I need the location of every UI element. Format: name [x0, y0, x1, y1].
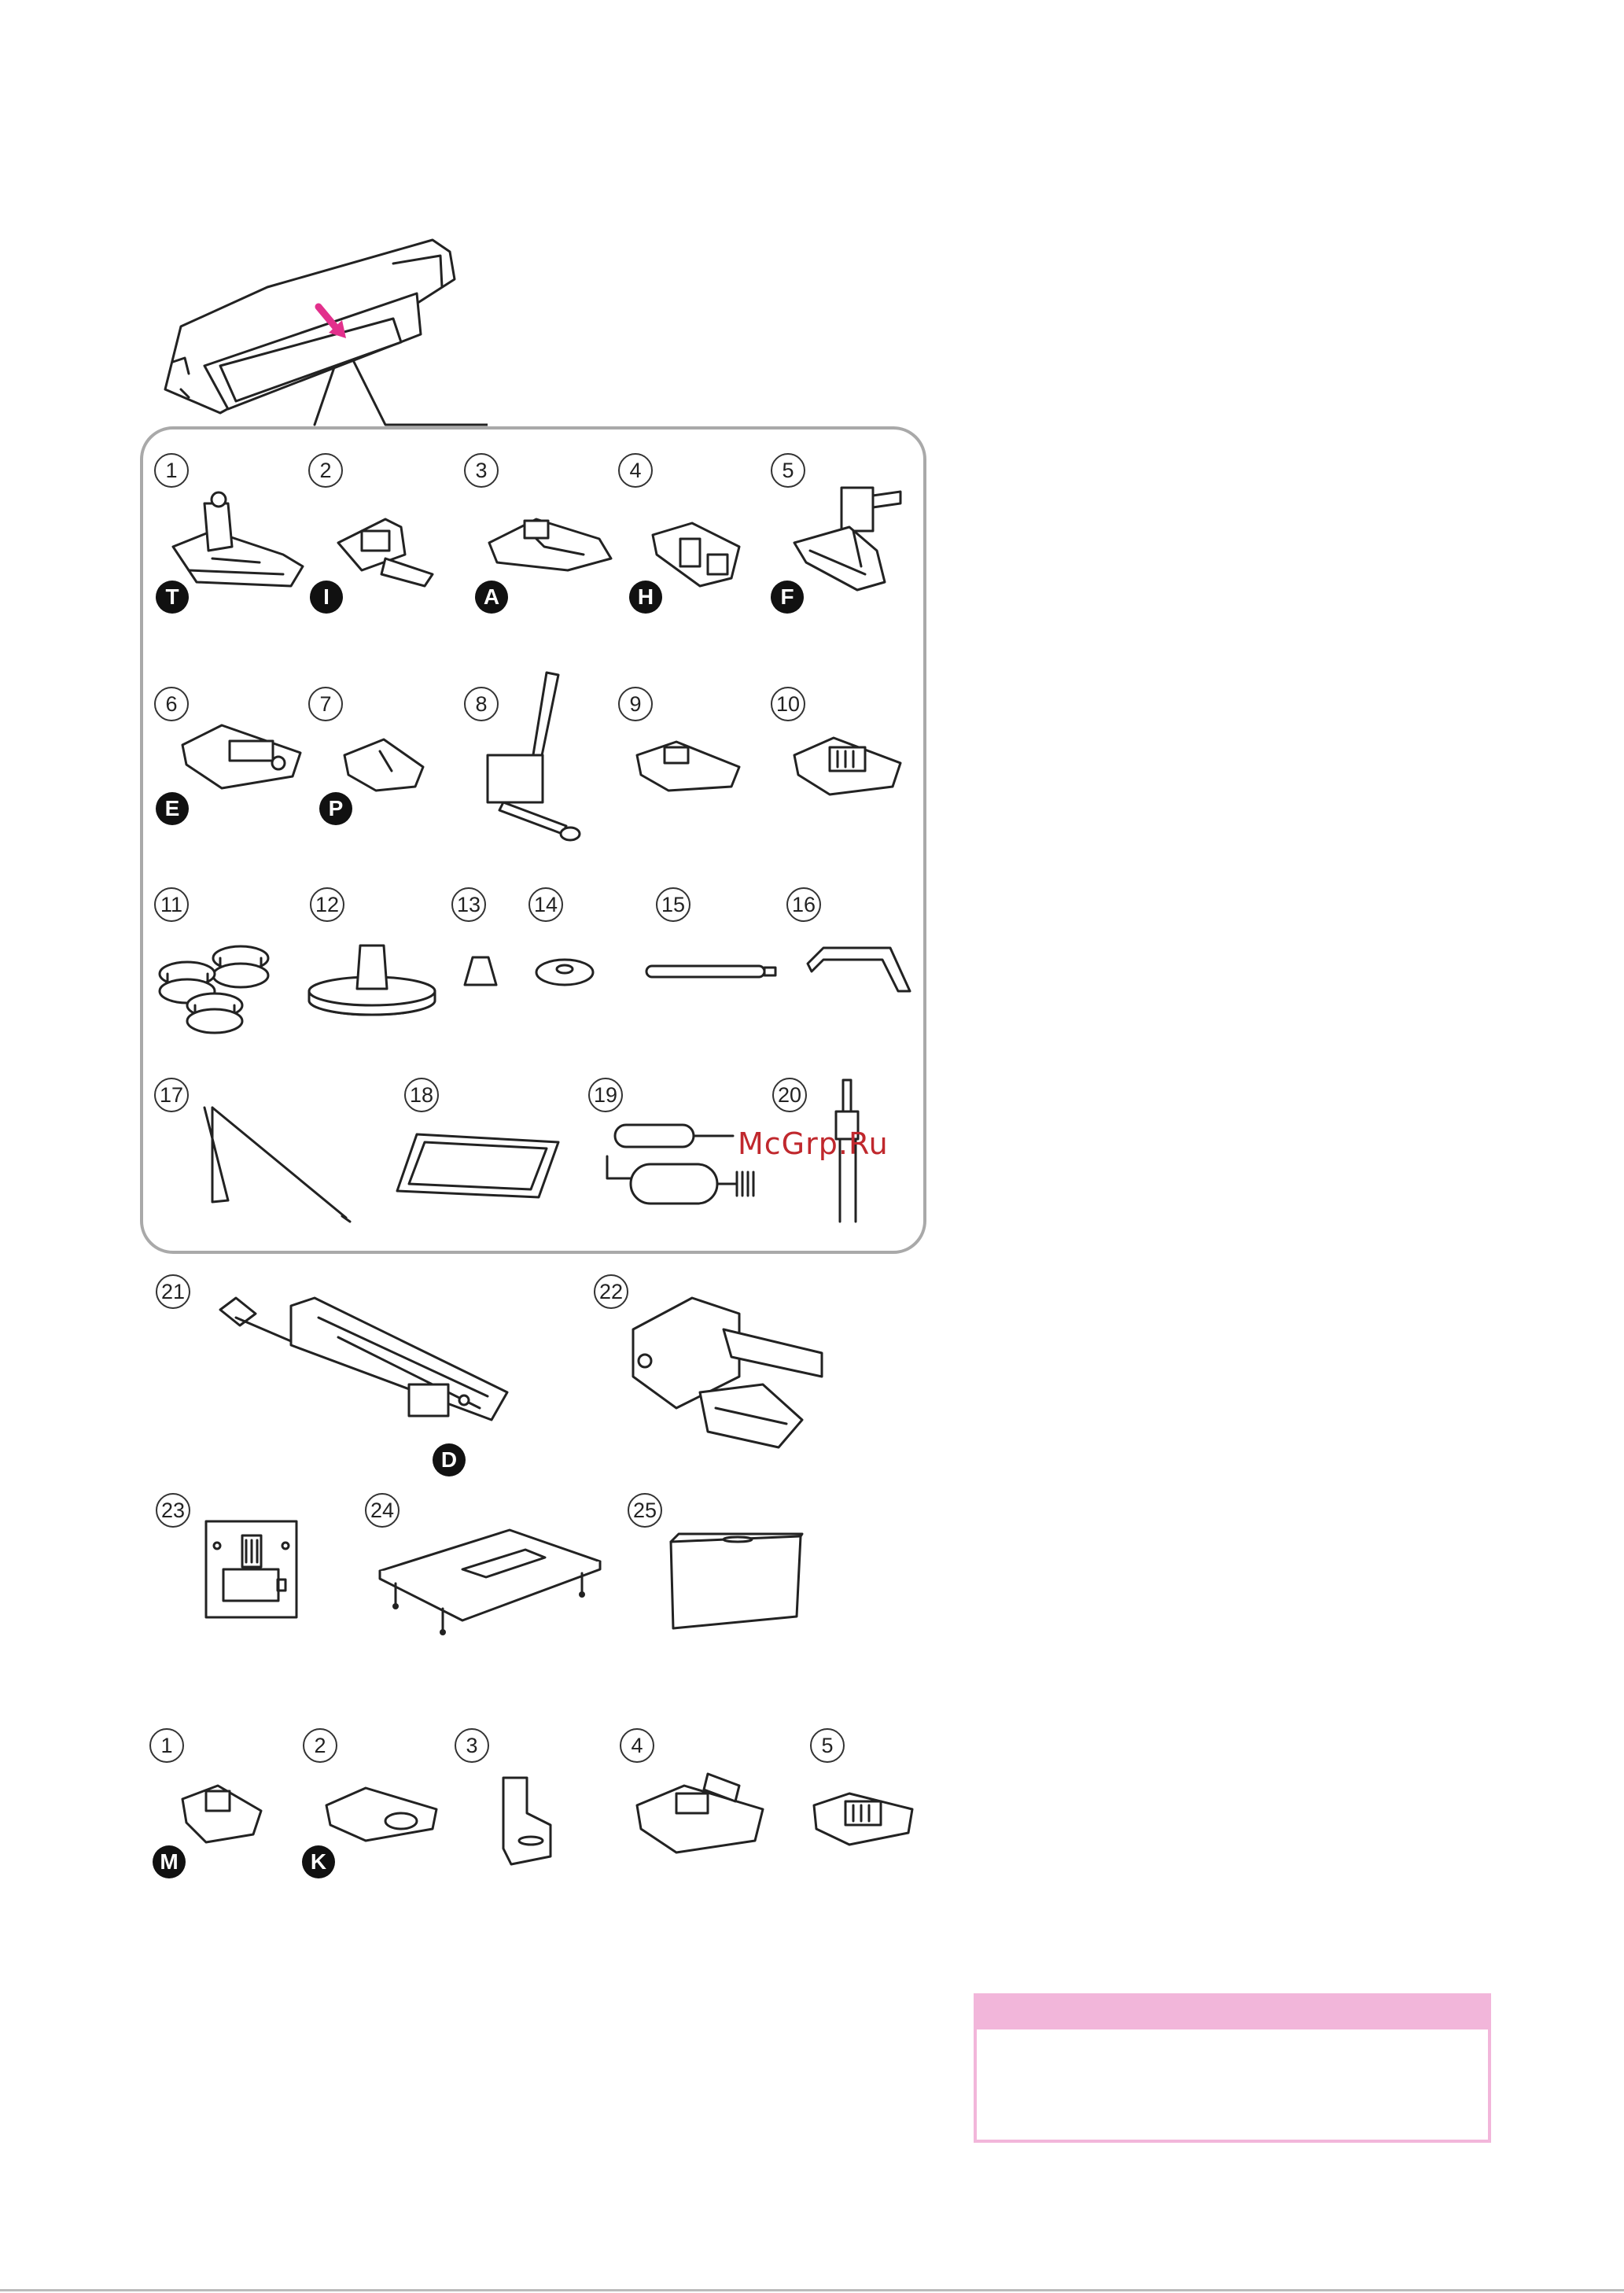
item-number: 13 [451, 887, 486, 922]
storage-compartment-icon [157, 232, 488, 437]
presser-foot-p-icon [337, 732, 431, 798]
item-number: 3 [455, 1728, 489, 1763]
item-number: 18 [404, 1078, 439, 1112]
item-number: 7 [308, 687, 343, 721]
spool-pin-icon [643, 960, 779, 983]
item-number: 5 [810, 1728, 845, 1763]
badge-i: I [310, 581, 343, 614]
item-number: 14 [528, 887, 563, 922]
item-number: 15 [656, 887, 690, 922]
note-box [974, 1993, 1491, 2143]
item-number: 23 [156, 1493, 190, 1528]
net-icon [397, 1126, 558, 1201]
item-number: 4 [618, 453, 653, 488]
item-number: 20 [772, 1078, 807, 1112]
extension-table-icon [376, 1522, 604, 1640]
watermark: McGrp.Ru [738, 1126, 889, 1161]
presser-foot-t-icon [165, 492, 307, 594]
badge-k: K [302, 1845, 335, 1878]
item-number: 2 [308, 453, 343, 488]
presser-foot-e-icon [175, 717, 308, 796]
spool-holder-small-icon [461, 953, 500, 993]
presser-foot-a-icon [481, 511, 615, 582]
item-number: 10 [771, 687, 805, 721]
quilter-bar-icon [193, 1100, 354, 1226]
badge-t: T [156, 581, 189, 614]
item-number: 4 [620, 1728, 654, 1763]
presser-foot-h-icon [645, 515, 747, 590]
zipper-foot-icon [495, 1774, 558, 1868]
badge-f: F [771, 581, 804, 614]
item-number: 9 [618, 687, 653, 721]
felt-washer-icon [533, 953, 596, 989]
buttonhole-foot-icon [189, 1266, 535, 1440]
item-number: 1 [149, 1728, 184, 1763]
note-box-header [977, 1996, 1488, 2029]
presser-foot-m-icon [175, 1779, 269, 1854]
storage-compartment-illustration [157, 232, 488, 437]
badge-p: P [319, 792, 352, 825]
item-number: 25 [628, 1493, 662, 1528]
bobbins-icon [156, 927, 274, 1033]
dual-feed-foot-icon [621, 1290, 826, 1455]
quilting-foot-icon [472, 669, 582, 846]
presser-foot-i-icon [330, 511, 440, 590]
presser-foot-icon [629, 735, 747, 798]
needle-plate-icon [203, 1518, 301, 1620]
item-number: 12 [310, 887, 344, 922]
spool-holder-large-icon [305, 938, 439, 1016]
presser-foot-icon [786, 732, 908, 802]
dust-cover-icon [667, 1530, 805, 1632]
item-number: 11 [154, 887, 189, 922]
badge-a: A [475, 581, 508, 614]
presser-foot-icon [629, 1766, 771, 1860]
item-number: 16 [786, 887, 821, 922]
item-number: 3 [464, 453, 499, 488]
item-number: 2 [303, 1728, 337, 1763]
item-number: 1 [154, 453, 189, 488]
item-number: 19 [588, 1078, 623, 1112]
badge-d: D [433, 1443, 466, 1476]
badge-m: M [153, 1845, 186, 1878]
item-number: 17 [154, 1078, 189, 1112]
bottom-rule [0, 2289, 1624, 2291]
item-number: 21 [156, 1274, 190, 1309]
badge-h: H [629, 581, 662, 614]
presser-foot-k-icon [319, 1782, 444, 1852]
badge-e: E [156, 792, 189, 825]
presser-foot-icon [810, 1790, 916, 1849]
presser-foot-f-icon [786, 472, 912, 602]
seam-guide-icon [804, 936, 914, 999]
item-number: 6 [154, 687, 189, 721]
